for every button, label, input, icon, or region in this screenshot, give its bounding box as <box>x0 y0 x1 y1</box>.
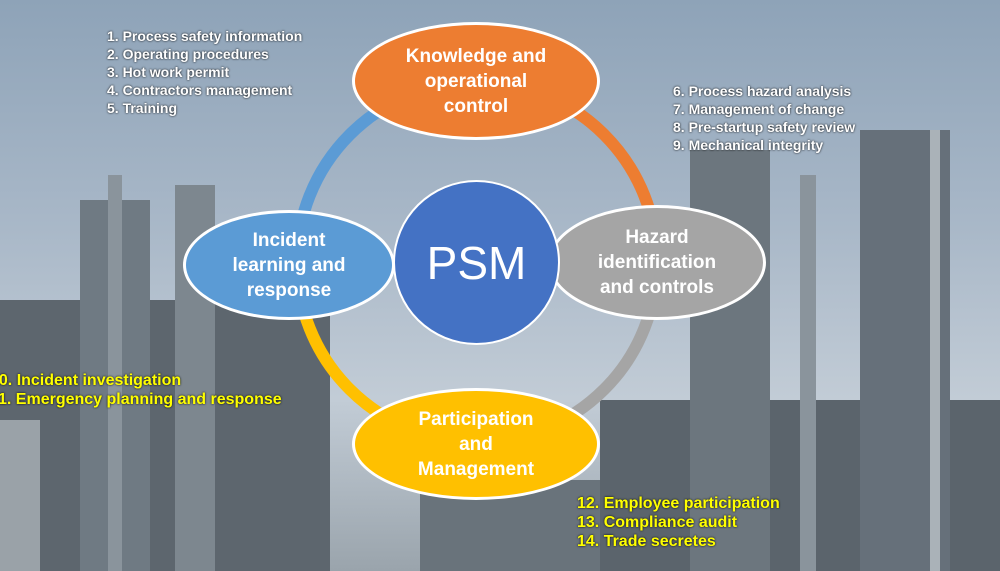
list-item: 8. Pre-startup safety review <box>673 119 856 135</box>
node-participation-management: Participation and Management <box>352 388 600 500</box>
list-item: 12. Employee participation <box>577 495 780 512</box>
node-incident-learning: Incident learning and response <box>183 210 395 320</box>
center-psm: PSM <box>393 180 560 345</box>
list-item: 14. Trade secretes <box>577 533 716 550</box>
list-knowledge-elements: 1. Process safety information 2. Operati… <box>107 27 302 117</box>
list-item: 2. Operating procedures <box>107 46 269 62</box>
list-incident-elements: 10. Incident investigation 11. Emergency… <box>0 371 282 409</box>
list-participation-elements: 12. Employee participation 13. Complianc… <box>577 494 780 551</box>
list-item: 6. Process hazard analysis <box>673 83 852 99</box>
list-item: 7. Management of change <box>673 101 845 117</box>
list-item: 3. Hot work permit <box>107 64 230 80</box>
list-item: 13. Compliance audit <box>577 514 738 531</box>
list-item: 10. Incident investigation <box>0 372 182 389</box>
list-hazard-elements: 6. Process hazard analysis 7. Management… <box>673 82 855 154</box>
node-knowledge-operational-control: Knowledge and operational control <box>352 22 600 140</box>
list-item: 1. Process safety information <box>107 28 303 44</box>
list-item: 11. Emergency planning and response <box>0 391 282 408</box>
list-item: 4. Contractors management <box>107 82 293 98</box>
node-hazard-identification: Hazard identification and controls <box>548 205 766 320</box>
list-item: 9. Mechanical integrity <box>673 137 824 153</box>
list-item: 5. Training <box>107 100 178 116</box>
